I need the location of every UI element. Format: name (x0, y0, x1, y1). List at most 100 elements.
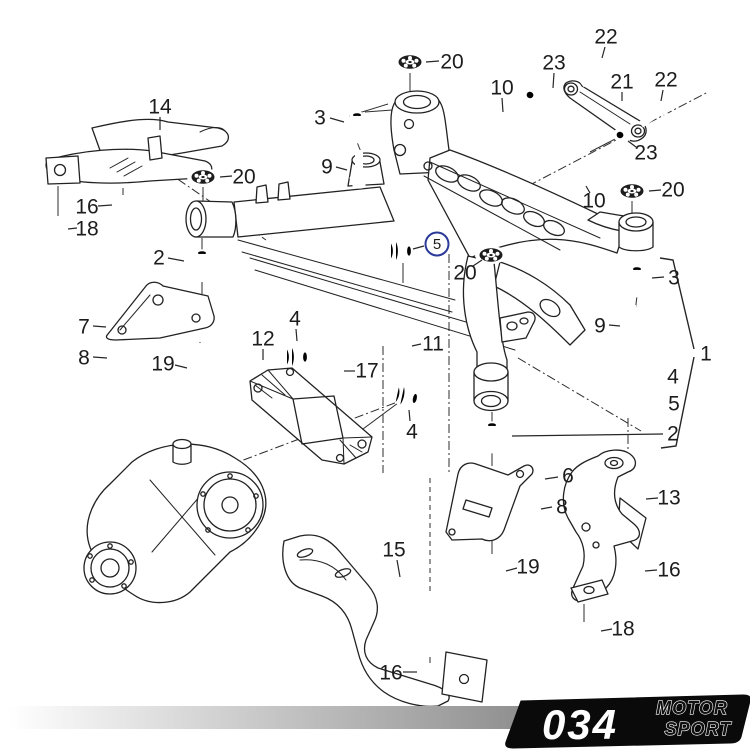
clip-16-topleft (117, 195, 129, 214)
mount-2-bottom (478, 421, 506, 454)
gusset-bracket-7 (105, 281, 215, 341)
callout-3: 3 (668, 267, 680, 290)
callout-11: 11 (422, 333, 444, 356)
callout-4: 4 (667, 366, 679, 389)
footer: 034 MOTOR SPORT (8, 694, 750, 749)
leader-line (511, 433, 664, 437)
leader-line (645, 497, 659, 500)
mount-3-right (623, 265, 651, 298)
leader-line (600, 628, 613, 632)
callout-20: 20 (453, 262, 476, 285)
callout-8: 8 (556, 496, 568, 519)
clip-18-bottom (578, 624, 590, 643)
trailing-bracket-13 (562, 449, 647, 603)
leader-line (544, 476, 559, 480)
logo-motor-text: MOTOR (656, 698, 728, 718)
washer-20-top (394, 53, 426, 71)
bolt-22-right (636, 96, 677, 132)
bolt-9-right (622, 305, 642, 344)
bushing-5 (387, 240, 414, 262)
logo-banner (505, 694, 750, 749)
callout-2: 2 (153, 247, 165, 270)
leader-line (335, 166, 348, 171)
leader-line (329, 117, 345, 123)
leader-line (608, 324, 621, 327)
leader-line (627, 140, 637, 148)
leader-line (167, 257, 185, 262)
clip-16-bottom (424, 663, 436, 682)
leader-line (585, 185, 591, 194)
bolt-19-left (190, 343, 210, 382)
screw-17 (318, 360, 344, 378)
callout-16: 16 (657, 559, 680, 582)
mount-3-left (343, 111, 371, 144)
mount-2-left (188, 249, 216, 282)
callout-15: 15 (382, 539, 405, 562)
leader-line (408, 409, 411, 422)
leader-line (97, 204, 113, 207)
leader-line (540, 506, 553, 510)
highlight-circle (424, 231, 450, 257)
leader-line (295, 328, 298, 342)
callout-2: 2 (667, 423, 679, 446)
subframe-crossmember (185, 90, 654, 412)
callout-18: 18 (611, 618, 634, 641)
washer-20-left (187, 168, 219, 186)
leader-line (552, 72, 555, 89)
leader-line (651, 276, 665, 279)
leader-line (644, 569, 658, 572)
diagonal-brace-12 (249, 367, 373, 465)
leader-line (219, 175, 233, 178)
callout-4: 4 (406, 421, 418, 444)
leader-line (425, 60, 440, 63)
callout-20: 20 (440, 51, 463, 74)
leader-line (501, 97, 504, 113)
clip-16-right (626, 561, 638, 580)
callout-23: 23 (542, 52, 565, 75)
callout-17: 17 (355, 360, 378, 383)
leader-line (396, 559, 401, 578)
screw-8-bottom (522, 499, 536, 521)
support-bracket-6 (445, 462, 534, 542)
bolt-10-left (474, 108, 515, 145)
callout-20: 20 (661, 179, 684, 202)
callout-22: 22 (654, 69, 677, 92)
leader-line (412, 245, 425, 250)
callout-14: 14 (148, 96, 172, 119)
bolt-19-bottom (482, 554, 502, 593)
bushing-4-left (283, 346, 310, 368)
leader-line (472, 259, 483, 267)
bolt-11 (393, 332, 413, 371)
bushing-23-top (521, 86, 543, 105)
callout-7: 7 (78, 316, 90, 339)
callout-18: 18 (75, 218, 98, 241)
leader-line (174, 364, 188, 369)
screw-8-left (114, 346, 128, 368)
bushing-4-center (391, 383, 422, 410)
footer-gradient-bar (8, 706, 524, 729)
callout-4: 4 (289, 308, 301, 331)
callout-9: 9 (321, 156, 333, 179)
callout-19: 19 (151, 353, 174, 376)
logo-sport-text: SPORT (665, 719, 733, 739)
callout-16: 16 (379, 662, 402, 685)
callout-5: 5 (433, 236, 441, 253)
clip-18-left (52, 220, 64, 239)
leader-line (601, 46, 606, 59)
callout-13: 13 (657, 487, 680, 510)
leader-line (67, 227, 78, 230)
callout-5: 5 (668, 393, 680, 416)
washer-20-right (616, 182, 648, 200)
callout-22: 22 (594, 26, 617, 49)
callout-10: 10 (582, 190, 605, 213)
callout-1: 1 (700, 343, 712, 366)
assembly-bracket-1 (659, 257, 695, 449)
callout-21: 21 (610, 71, 633, 94)
leader-line (505, 567, 518, 572)
logo-034motorsport: 034 MOTOR SPORT (505, 694, 750, 749)
front-support-arm-14 (45, 118, 229, 185)
leader-line (92, 356, 108, 359)
